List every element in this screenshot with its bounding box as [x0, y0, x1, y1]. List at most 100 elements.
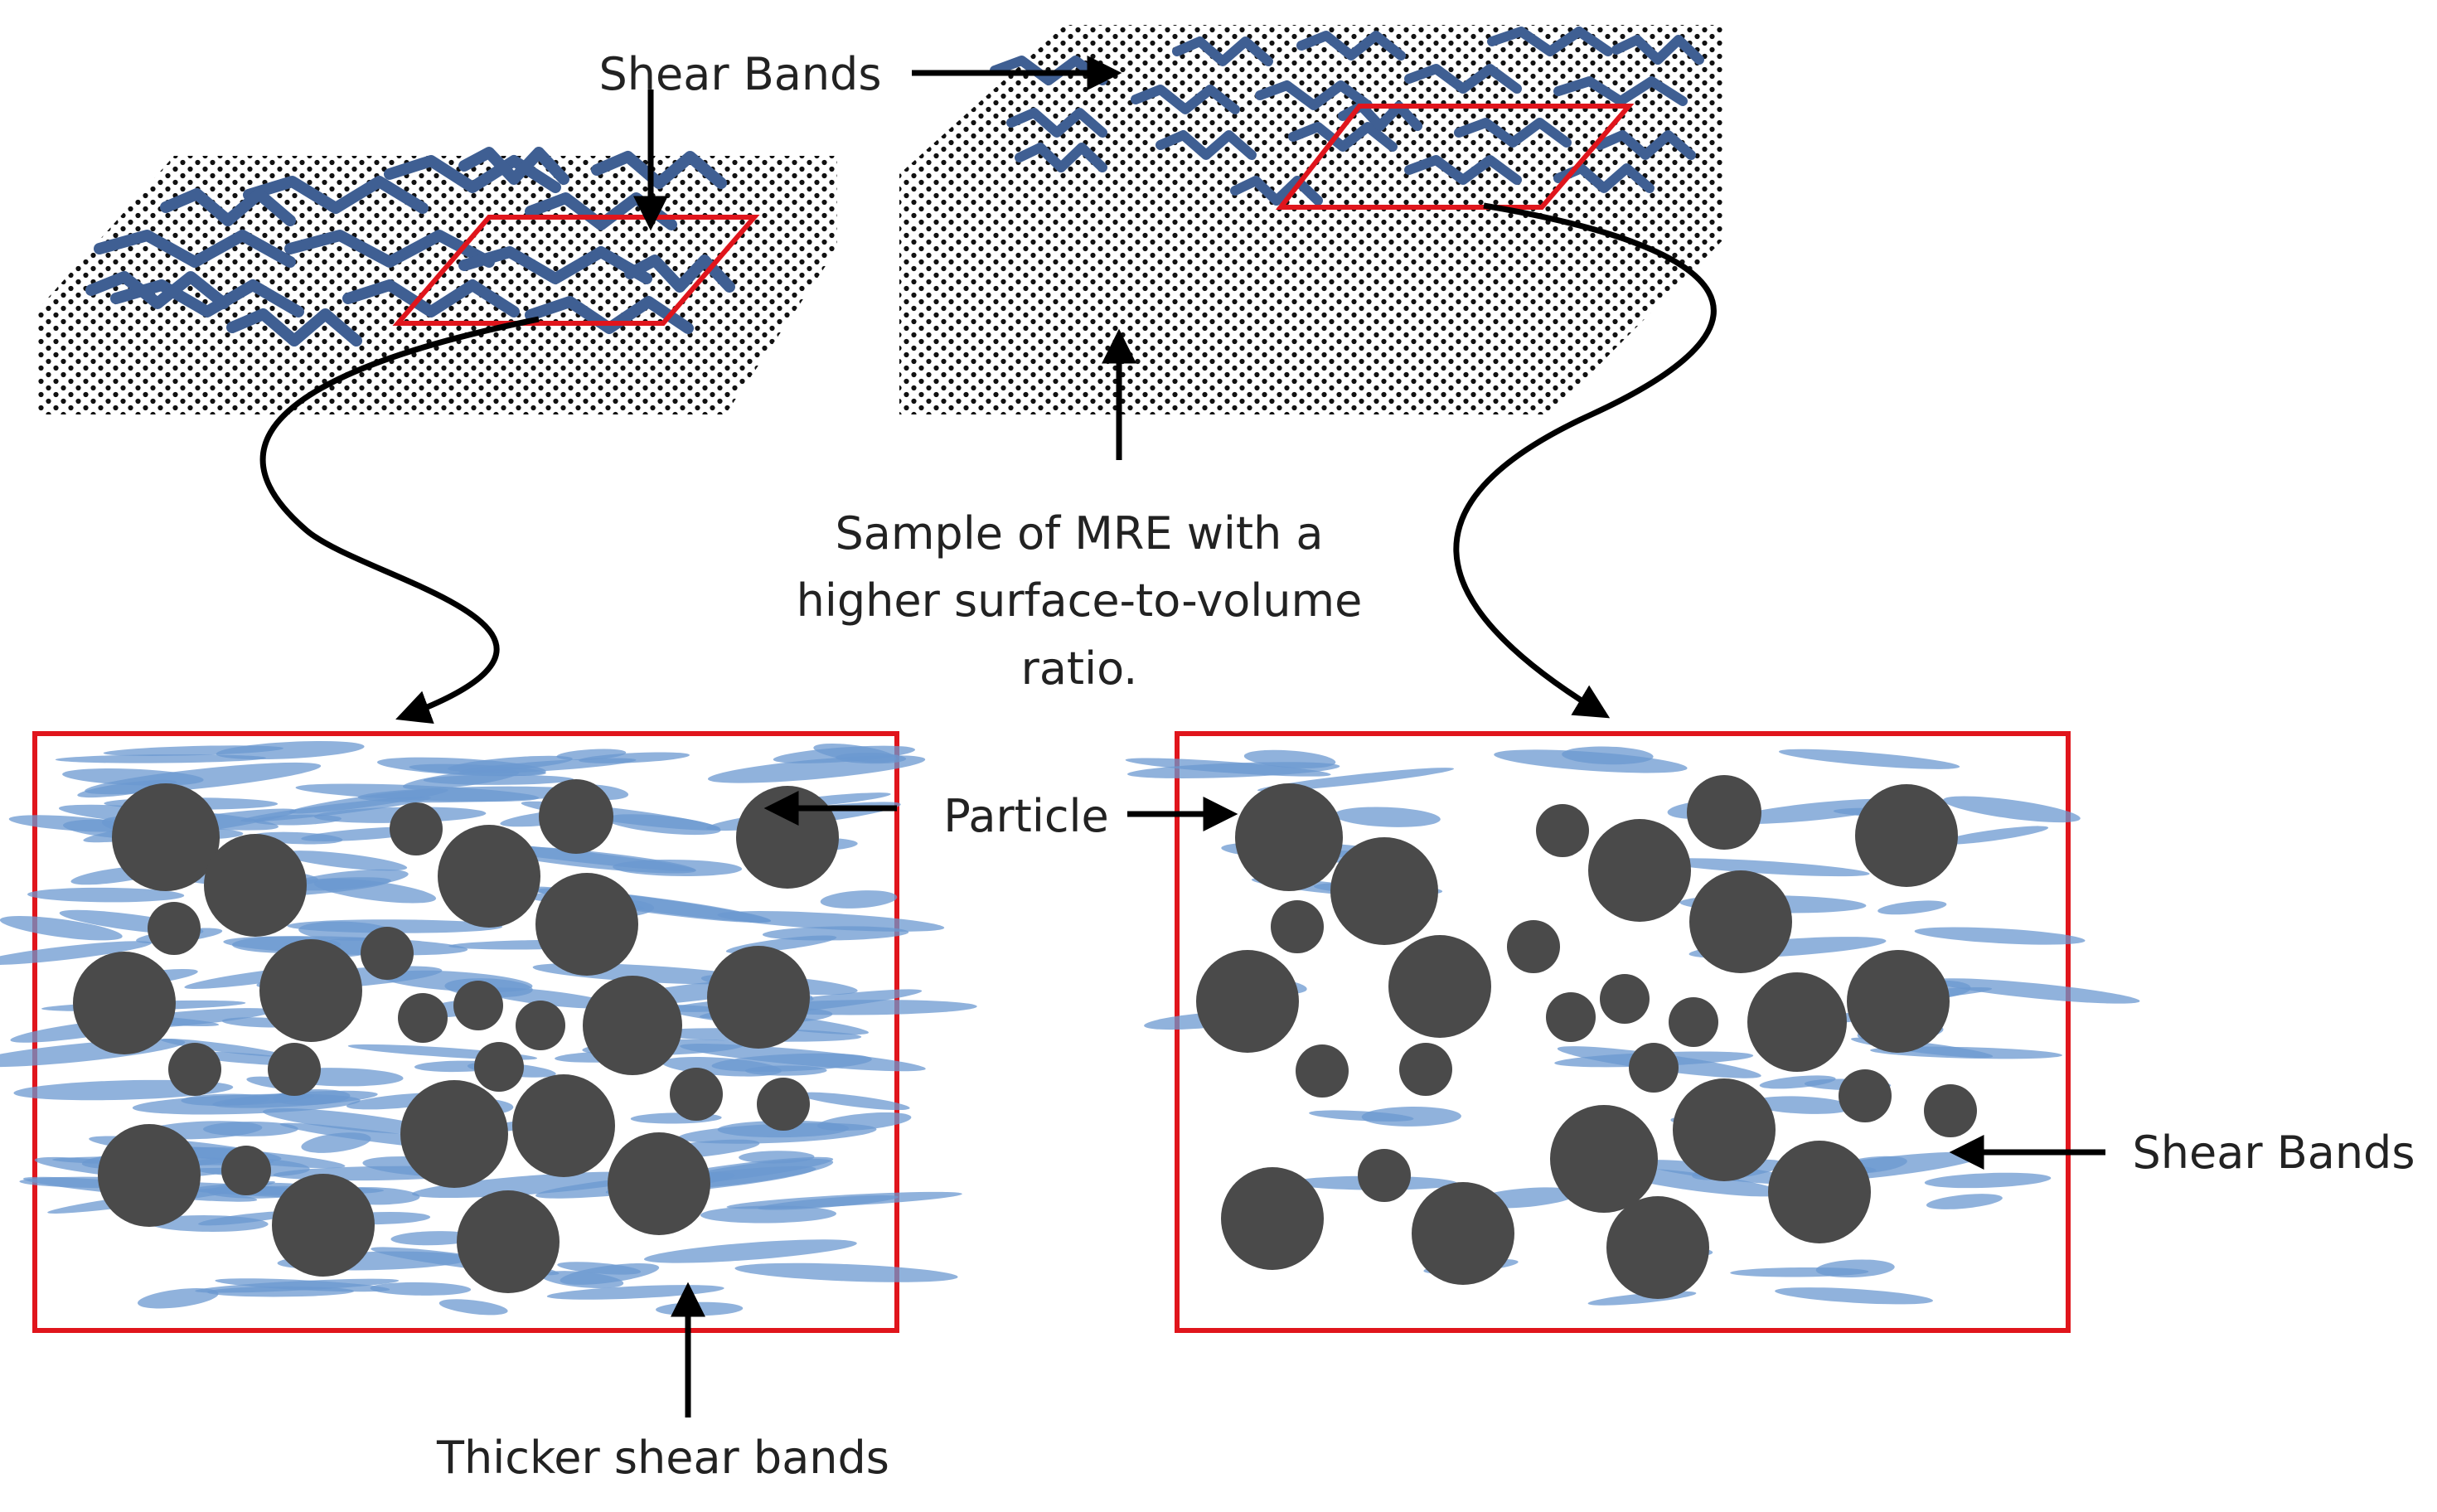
particle	[148, 902, 201, 955]
particle	[272, 1174, 375, 1277]
right-closeup-particles	[1196, 775, 1977, 1299]
particle	[1839, 1069, 1892, 1122]
particle	[757, 1078, 810, 1131]
shear-band-zigzag	[1255, 80, 1373, 110]
particle	[1600, 974, 1650, 1024]
left-slab	[36, 147, 837, 414]
particle	[1606, 1196, 1709, 1299]
shear-band-zigzag	[1015, 143, 1107, 172]
shear-band-streak	[77, 779, 177, 798]
shear-band-streak	[717, 911, 945, 932]
particle	[1550, 1105, 1658, 1213]
shear-band-streak	[1943, 796, 2081, 823]
shear-band-streak	[1924, 1172, 2052, 1189]
left-closeup-particles	[73, 779, 839, 1293]
shear-band-streak	[1127, 762, 1340, 778]
particle	[516, 1001, 565, 1050]
shear-band-streak	[287, 919, 503, 933]
shear-band-streak	[1815, 1259, 1895, 1278]
shear-band-streak	[1932, 978, 2140, 1004]
shear-band-streak	[711, 1053, 872, 1072]
shear-band-streak	[1334, 807, 1441, 827]
shear-band-zigzag	[458, 246, 652, 284]
label-sample-line2: higher surface-to-volume	[797, 574, 1363, 627]
shear-band-streak	[390, 1231, 477, 1246]
shear-band-zigzag	[1156, 130, 1257, 160]
shear-band-streak	[380, 970, 533, 992]
shear-band-streak	[1257, 768, 1455, 792]
particle	[1687, 775, 1761, 850]
shear-band-streak	[734, 1262, 958, 1282]
shear-band-streak	[423, 774, 574, 785]
shear-band-streak	[1657, 858, 1870, 877]
shear-band-streak	[263, 1108, 434, 1135]
shear-band-streak	[0, 941, 152, 966]
shear-band-streak	[1779, 749, 1960, 769]
shear-band-zigzag	[226, 308, 362, 346]
shear-band-streak	[313, 879, 437, 904]
shear-band-streak	[438, 1299, 508, 1316]
label-thicker-shear-bands: Thicker shear bands	[436, 1432, 889, 1484]
shear-band-streak	[0, 916, 123, 941]
particle	[1673, 1078, 1776, 1181]
particle	[707, 946, 810, 1049]
particle	[1399, 1043, 1452, 1096]
particle	[457, 1190, 560, 1293]
shear-band-streak	[1612, 1167, 1784, 1197]
particle	[512, 1074, 615, 1177]
shear-band-zigzag	[1404, 64, 1522, 94]
shear-band-zigzag	[160, 188, 296, 226]
particle	[453, 981, 503, 1030]
particle	[1235, 783, 1343, 891]
particle	[1847, 950, 1950, 1053]
particle	[1768, 1141, 1871, 1243]
right-slab-body	[899, 25, 1724, 414]
shear-band-streak	[556, 749, 627, 760]
shear-band-streak	[1726, 798, 1907, 825]
particle	[1588, 819, 1691, 922]
shear-band-streak	[773, 745, 916, 763]
shear-band-zigzag	[243, 176, 429, 214]
shear-band-zigzag	[1172, 36, 1273, 66]
shear-band-zigzag	[1595, 130, 1696, 160]
particle	[400, 1080, 508, 1188]
shear-band-streak	[8, 815, 134, 832]
shear-band-streak	[1759, 1075, 1836, 1089]
shear-band-streak	[1562, 746, 1654, 765]
particle	[1536, 804, 1589, 857]
particle	[1669, 997, 1718, 1047]
arrows	[259, 56, 2105, 1418]
particle	[398, 993, 448, 1043]
particle	[1747, 972, 1847, 1072]
shear-band-streak	[216, 740, 365, 760]
shear-band-streak	[301, 1132, 371, 1153]
shear-band-streak	[644, 1239, 857, 1263]
particle	[1221, 1167, 1324, 1270]
particle	[1924, 1084, 1977, 1137]
shear-band-zigzag	[525, 296, 694, 334]
particle	[168, 1043, 221, 1096]
particle	[1546, 992, 1596, 1042]
particle	[1507, 920, 1560, 973]
shear-band-streak	[27, 887, 185, 903]
shear-band-streak	[370, 1282, 472, 1296]
shear-band-zigzag	[1288, 122, 1398, 152]
curve-left-slab-to-closeup	[259, 316, 540, 724]
left-closeup	[0, 731, 977, 1333]
particle	[1388, 935, 1491, 1038]
shear-band-zigzag	[284, 230, 495, 268]
particle	[1689, 870, 1792, 973]
particle	[608, 1132, 710, 1235]
particle	[204, 834, 307, 937]
particle	[1629, 1043, 1679, 1093]
particle	[583, 976, 682, 1075]
shear-band-zigzag	[85, 271, 230, 309]
shear-band-streak	[1309, 1110, 1414, 1122]
shear-band-zigzag	[1611, 35, 1704, 65]
particle	[73, 952, 176, 1054]
particle	[221, 1146, 271, 1195]
particle	[438, 825, 540, 928]
shear-band-streak	[1361, 1107, 1461, 1127]
shear-band-streak	[206, 1286, 355, 1297]
particle	[736, 786, 839, 889]
